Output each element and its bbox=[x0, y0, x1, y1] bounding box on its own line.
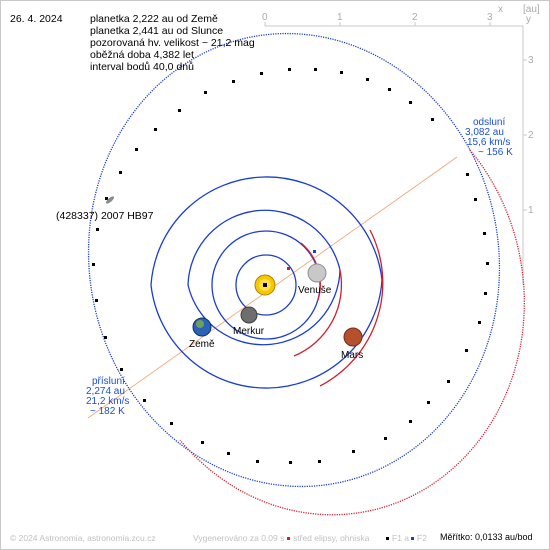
aphelion-speed: 15,6 km/s bbox=[467, 137, 511, 148]
earth-label: Země bbox=[189, 339, 215, 350]
info-period: oběžná doba 4,382 let bbox=[90, 49, 194, 61]
y-tick-1: 1 bbox=[528, 205, 534, 216]
legend-f2-swatch bbox=[411, 537, 414, 540]
aphelion-distance: 3,082 au bbox=[465, 127, 504, 138]
info-distance-earth: planetka 2,222 au od Země bbox=[90, 13, 218, 25]
earth-orbit-front bbox=[187, 269, 341, 346]
venus-icon bbox=[307, 263, 327, 283]
x-tick-3: 3 bbox=[487, 12, 493, 23]
x-tick-1: 1 bbox=[337, 12, 343, 23]
y-axis-label: y bbox=[526, 14, 531, 25]
mars-orbit-back bbox=[150, 176, 383, 286]
asteroid-label: (428337) 2007 HB97 bbox=[56, 210, 154, 222]
perihelion-title: přísluní bbox=[92, 376, 125, 387]
mars-orbit-front bbox=[150, 279, 383, 389]
info-magnitude: pozorovaná hv. velikost ~ 21,2 mag bbox=[90, 37, 255, 49]
x-tick-2: 2 bbox=[412, 12, 418, 23]
mercury-orbit bbox=[235, 254, 297, 316]
focus-f2-marker bbox=[313, 250, 316, 253]
asteroid-position-markers bbox=[92, 68, 489, 464]
coordinate-axes bbox=[264, 22, 527, 285]
copyright-text: © 2024 Astronomia, astronomia.zcu.cz bbox=[10, 533, 156, 543]
aphelion-temperature: ~ 156 K bbox=[478, 147, 513, 158]
y-tick-3: 3 bbox=[528, 55, 534, 66]
generated-time-text: Vygenerováno za 0,09 s bbox=[193, 533, 285, 543]
legend-f2-text: F2 bbox=[417, 533, 427, 543]
earth-orbit-back bbox=[187, 209, 341, 286]
unit-label: [au] bbox=[523, 4, 540, 15]
mars-label: Mars bbox=[341, 350, 364, 361]
x-axis-label: x bbox=[498, 4, 503, 15]
venus-orbit-front bbox=[211, 284, 321, 340]
ellipse-center-marker bbox=[287, 267, 290, 270]
date-label: 26. 4. 2024 bbox=[10, 13, 63, 25]
perihelion-temperature: ~ 182 K bbox=[90, 406, 125, 417]
info-distance-sun: planetka 2,441 au od Slunce bbox=[90, 25, 224, 37]
mercury-label: Merkur bbox=[233, 326, 265, 337]
mars-orbit-red bbox=[319, 229, 384, 387]
perihelion-speed: 21,2 km/s bbox=[86, 396, 130, 407]
y-tick-2: 2 bbox=[528, 130, 534, 141]
x-tick-0: 0 bbox=[262, 12, 268, 23]
asteroid-orbit bbox=[87, 32, 525, 516]
earth-orbit-red bbox=[293, 269, 343, 357]
perihelion-distance: 2,274 au bbox=[86, 386, 125, 397]
asteroid-icon bbox=[105, 196, 115, 204]
mars-icon bbox=[343, 327, 363, 347]
legend-f1-text: F1 a bbox=[392, 533, 410, 543]
legend-center-text: střed elipsy, ohniska bbox=[293, 533, 370, 543]
info-point-interval: interval bodů 40,0 dnů bbox=[90, 61, 194, 73]
sun-icon bbox=[254, 274, 276, 296]
legend-f1-swatch bbox=[386, 537, 389, 540]
legend-center-swatch bbox=[287, 537, 290, 540]
earth-land-icon bbox=[196, 320, 204, 328]
aphelion-title: odsluní bbox=[473, 117, 506, 128]
scale-text: Měřítko: 0,0133 au/bod bbox=[440, 532, 533, 542]
planet-orbits bbox=[150, 176, 384, 389]
mercury-icon bbox=[240, 306, 258, 324]
venus-label: Venuše bbox=[298, 285, 332, 296]
